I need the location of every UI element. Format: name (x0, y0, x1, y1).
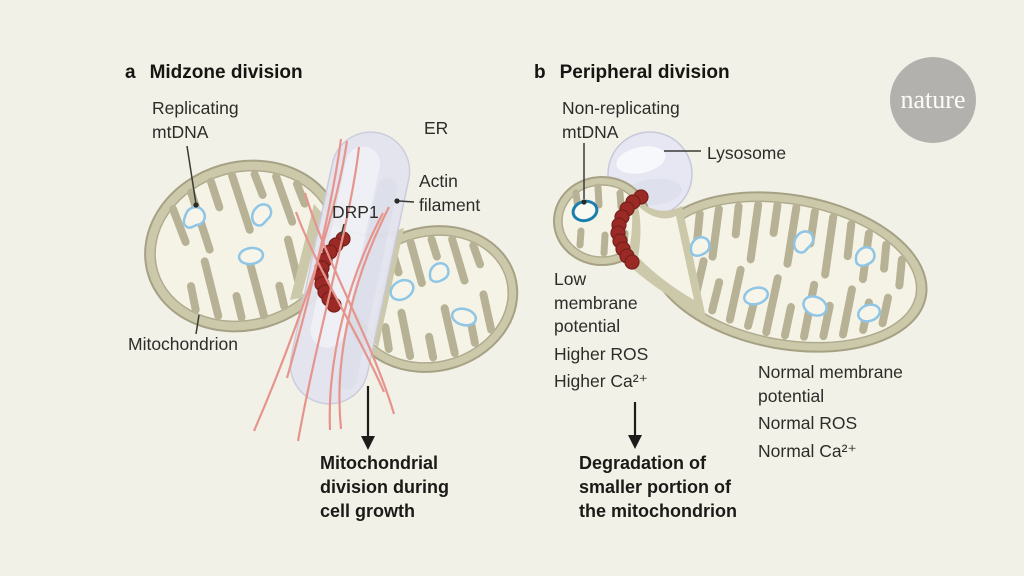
panel-b-title: b Peripheral division (534, 62, 730, 84)
actin-filaments (252, 138, 396, 442)
panel-b-title-text: Peripheral division (559, 62, 730, 83)
label-higher-ca: Higher Ca²⁺ (554, 371, 648, 391)
label-low-membrane-potential: Low membrane potential (554, 269, 638, 336)
callout-peripheral-result: Degradation of smaller portion of the mi… (579, 453, 737, 521)
arrow-b (628, 402, 642, 449)
label-normal-membrane-potential: Normal membrane potential (758, 362, 903, 406)
label-mitochondrion: Mitochondrion (128, 334, 238, 354)
nature-logo: nature (890, 57, 976, 143)
mtdna-b (689, 230, 881, 323)
division-neck-b (626, 193, 706, 318)
label-nonreplicating-mtdna: Non-replicating mtDNA (562, 98, 680, 142)
panel-a-key: a (125, 62, 136, 83)
panel-a-title-text: Midzone division (149, 62, 303, 83)
arrow-a (361, 386, 375, 450)
label-drp1: DRP1 (332, 202, 379, 222)
mtdna-a (182, 203, 478, 327)
drp1-ring-b (610, 189, 649, 270)
label-actin-filament: Actin filament (419, 171, 481, 215)
label-er: ER (424, 118, 449, 138)
nature-logo-text: nature (900, 85, 966, 114)
label-higher-ros: Higher ROS (554, 344, 649, 364)
panel-b-key: b (534, 62, 546, 83)
callout-midzone-result: Mitochondrial division during cell growt… (320, 453, 449, 521)
leader-lines (186, 143, 701, 335)
label-lysosome: Lysosome (707, 143, 787, 163)
label-normal-ros: Normal ROS (758, 413, 858, 433)
label-replicating-mtdna: Replicating mtDNA (152, 98, 239, 142)
panel-a-title: a Midzone division (125, 62, 303, 84)
label-normal-ca: Normal Ca²⁺ (758, 441, 857, 461)
